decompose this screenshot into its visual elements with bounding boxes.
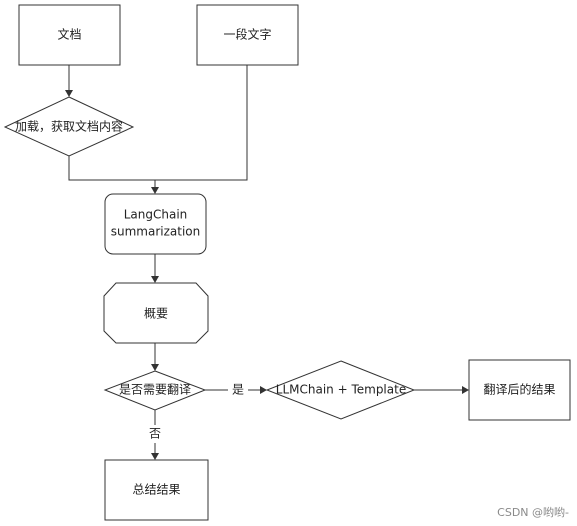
edge-load-to-merge (68, 156, 155, 181)
watermark-text: CSDN @哟哟- (497, 506, 569, 519)
node-final-result[interactable] (104, 459, 209, 521)
edge-label-no: 否 (149, 427, 161, 441)
node-llmchain-label: LLMChain + Template (276, 383, 406, 397)
edge-text-to-merge (155, 65, 248, 181)
node-text-segment[interactable] (196, 4, 299, 66)
arrowhead-decision (151, 364, 159, 371)
node-translated-result-label: 翻译后的结果 (483, 382, 555, 397)
node-summarization-line2: summarization (111, 225, 201, 239)
arrowhead-final (151, 453, 159, 460)
arrowhead-translated (462, 386, 469, 394)
arrowhead-llmchain (260, 386, 267, 394)
arrowhead-summarization (151, 187, 159, 194)
node-decision-label: 是否需要翻译 (119, 383, 191, 397)
node-load-diamond[interactable] (3, 96, 135, 157)
node-final-result-label: 总结结果 (132, 483, 180, 497)
node-summarization[interactable] (104, 193, 207, 255)
arrowhead-load (65, 90, 73, 97)
node-llmchain-diamond[interactable] (265, 360, 416, 420)
edge-label-yes: 是 (232, 383, 244, 397)
node-summary-octagon[interactable] (103, 282, 209, 344)
node-translated-result[interactable] (468, 359, 571, 421)
arrowhead-summary (151, 276, 159, 283)
node-load-label: 加载，获取文档内容 (15, 119, 123, 134)
node-text-segment-label: 一段文字 (223, 27, 271, 42)
node-summary-label: 概要 (144, 307, 168, 321)
node-summarization-line1: LangChain (124, 208, 188, 222)
node-document-label: 文档 (57, 27, 81, 42)
node-decision-diamond[interactable] (103, 370, 207, 411)
node-document[interactable] (18, 4, 121, 66)
